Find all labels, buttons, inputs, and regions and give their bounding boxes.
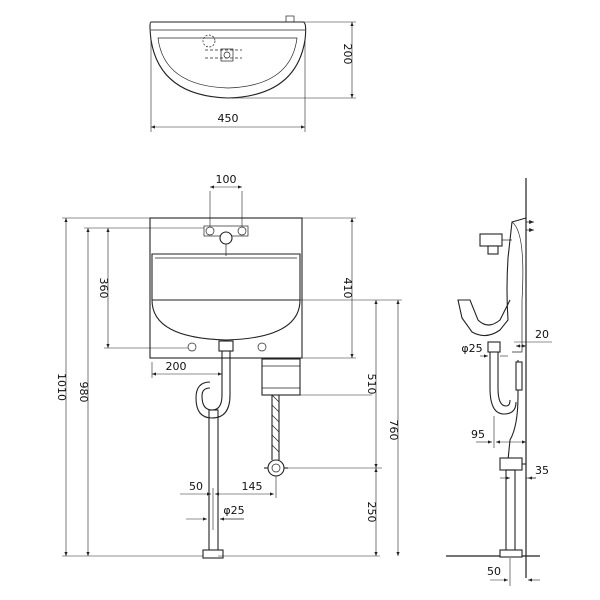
- side-drain-20-label: 20: [535, 328, 549, 341]
- front-back-panel: [149, 217, 303, 359]
- front-basin-360-label: 360: [97, 278, 110, 299]
- front-rim-410-label: 410: [341, 278, 354, 299]
- front-side-200-label: 200: [166, 360, 187, 373]
- front-offset-145-label: 145: [242, 480, 263, 493]
- front-faucet: [203, 225, 249, 256]
- front-p-trap: [195, 381, 231, 419]
- side-view: φ25 20 95 35 50: [446, 178, 552, 586]
- top-depth-label: 200: [341, 44, 354, 65]
- side-p-trap: [489, 387, 517, 415]
- side-offset-35-label: 35: [535, 464, 549, 477]
- front-floor-flange: [202, 549, 224, 559]
- top-view: 200 450: [149, 15, 356, 132]
- front-fixing-hole-right: [257, 342, 267, 352]
- side-supply-hose: [507, 360, 519, 461]
- side-stopcock: [499, 457, 523, 471]
- top-width-label: 450: [218, 112, 239, 125]
- front-trap-760-label: 760: [387, 420, 400, 441]
- front-supply-stopcock: [267, 459, 285, 477]
- side-waste-pipe: [505, 469, 516, 553]
- top-view-faucet: [202, 34, 242, 62]
- side-basin-profile: [457, 217, 527, 337]
- front-waste-pipe: [208, 409, 219, 553]
- side-floor-flange: [499, 549, 523, 558]
- front-trap-510-label: 510: [365, 374, 378, 395]
- side-wall-50-label: 50: [487, 565, 501, 578]
- front-fixing-hole-left: [187, 342, 197, 352]
- side-faucet: [479, 233, 512, 255]
- front-pipe-diameter-label: φ25: [223, 504, 244, 517]
- front-drain-outlet: [218, 340, 234, 352]
- front-basin-bowl: [151, 253, 301, 341]
- side-drain-outlet: [487, 341, 501, 353]
- top-view-overflow: [285, 15, 295, 23]
- side-drain-diameter-label: φ25: [461, 342, 482, 355]
- top-view-basin-outline: [149, 21, 307, 99]
- front-height-total-label: 1010: [55, 373, 68, 401]
- top-view-basin-inner: [157, 37, 298, 89]
- front-valve-box: [261, 358, 301, 396]
- front-trap-250-label: 250: [365, 502, 378, 523]
- front-height-980-label: 980: [77, 382, 90, 403]
- front-view: 100 1010 980 360 410 510 760 250 200: [55, 173, 402, 559]
- front-tap-spacing-label: 100: [216, 173, 237, 186]
- front-offset-50-label: 50: [189, 480, 203, 493]
- side-offset-95-label: 95: [471, 428, 485, 441]
